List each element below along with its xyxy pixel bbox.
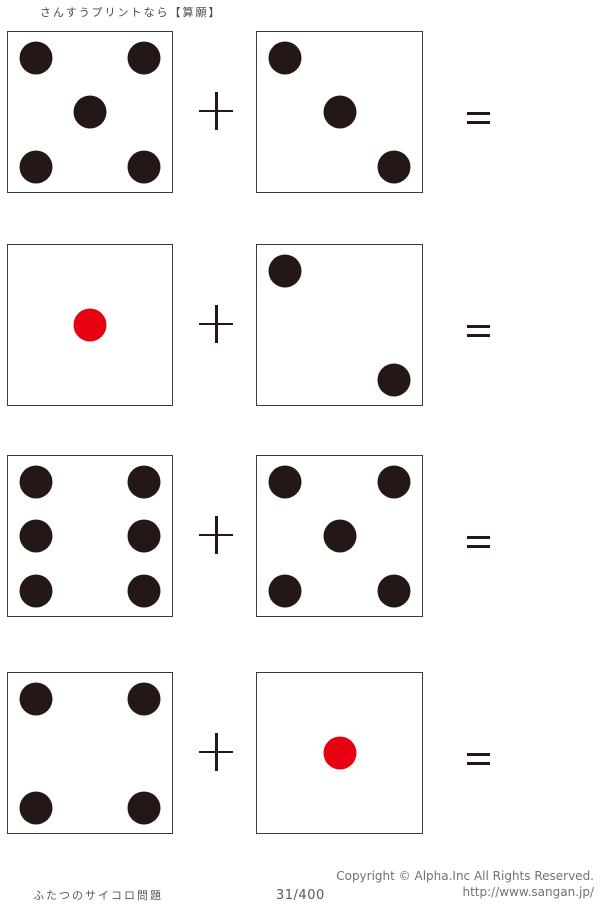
black-pip — [323, 519, 356, 553]
red-pip — [73, 308, 107, 342]
equals-top-bar — [467, 325, 490, 328]
black-pip — [268, 574, 302, 608]
black-pip — [127, 41, 161, 75]
black-pip — [268, 41, 302, 75]
black-pip — [19, 519, 53, 553]
black-pip — [377, 465, 411, 499]
black-pip — [73, 95, 107, 129]
black-pip — [377, 150, 411, 184]
plus-operator — [199, 733, 233, 771]
plus-horizontal-bar — [199, 109, 233, 112]
copyright-block: Copyright © Alpha.Inc All Rights Reserve… — [336, 869, 594, 900]
die-face — [256, 31, 423, 193]
equals-sign — [467, 753, 490, 765]
equals-sign — [467, 325, 490, 337]
black-pip — [377, 574, 411, 608]
plus-horizontal-bar — [199, 750, 233, 753]
black-pip — [127, 150, 161, 184]
copyright-text: Copyright © Alpha.Inc All Rights Reserve… — [336, 869, 594, 883]
black-pip — [127, 574, 161, 608]
black-pip — [127, 682, 161, 716]
plus-horizontal-bar — [199, 533, 233, 536]
black-pip — [19, 465, 53, 499]
plus-operator — [199, 305, 233, 343]
black-pip — [268, 254, 302, 288]
black-pip — [19, 682, 53, 716]
black-pip — [127, 791, 161, 825]
die-face — [7, 31, 173, 193]
black-pip — [19, 41, 53, 75]
die-face — [256, 244, 423, 406]
equals-bottom-bar — [467, 334, 490, 337]
plus-operator — [199, 92, 233, 130]
equals-bottom-bar — [467, 545, 490, 548]
die-face — [7, 672, 173, 834]
equals-top-bar — [467, 536, 490, 539]
problem-row-2 — [0, 244, 600, 406]
die-face — [256, 455, 423, 617]
black-pip — [19, 791, 53, 825]
footer-url: http://www.sangan.jp/ — [462, 884, 594, 899]
page-number: 31/400 — [276, 888, 325, 903]
die-face — [7, 455, 173, 617]
equals-top-bar — [467, 112, 490, 115]
equals-bottom-bar — [467, 762, 490, 765]
problem-row-4 — [0, 672, 600, 834]
equals-top-bar — [467, 753, 490, 756]
equals-bottom-bar — [467, 121, 490, 124]
black-pip — [323, 95, 356, 129]
problem-row-1 — [0, 31, 600, 193]
black-pip — [268, 465, 302, 499]
black-pip — [19, 574, 53, 608]
black-pip — [377, 363, 411, 397]
black-pip — [127, 519, 161, 553]
problem-row-3 — [0, 455, 600, 617]
plus-operator — [199, 516, 233, 554]
black-pip — [19, 150, 53, 184]
die-face — [256, 672, 423, 834]
footer-worksheet-title: ふたつのサイコロ問題 — [33, 889, 163, 902]
die-face — [7, 244, 173, 406]
equals-sign — [467, 112, 490, 124]
plus-horizontal-bar — [199, 322, 233, 325]
red-pip — [323, 736, 356, 770]
equals-sign — [467, 536, 490, 548]
black-pip — [127, 465, 161, 499]
site-header-text: さんすうプリントなら【算願】 — [40, 6, 222, 19]
